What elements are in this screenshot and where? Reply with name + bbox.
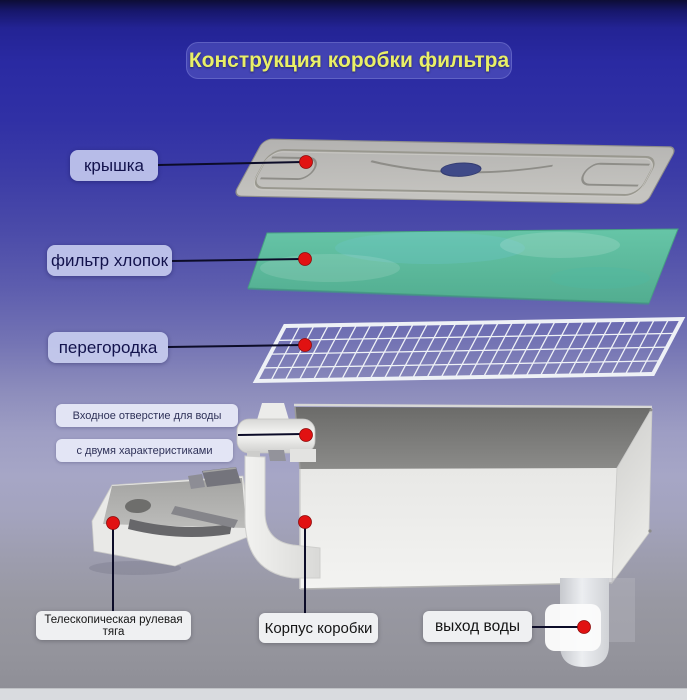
- bracket-clamp: [202, 467, 241, 487]
- box-back-rim: [293, 403, 653, 409]
- box-interior: [295, 407, 652, 469]
- marker-rod: [106, 516, 120, 530]
- box-right-face: [611, 407, 653, 585]
- label-water-outlet: выход воды: [423, 611, 532, 642]
- lid-groove-right: [581, 162, 650, 187]
- marker-lid: [299, 155, 313, 169]
- partition-grid: [252, 316, 686, 384]
- page-title: Конструкция коробки фильтра: [186, 42, 512, 79]
- marker-body: [298, 515, 312, 529]
- lid-plate: [235, 138, 675, 205]
- marker-inlet: [299, 428, 313, 442]
- line-partition: [167, 344, 303, 348]
- filter-box-body: [293, 403, 653, 470]
- line-inlet: [237, 433, 304, 436]
- callout-markers: [106, 155, 591, 634]
- label-box-body: Корпус коробки: [259, 613, 378, 643]
- bracket-slot: [128, 519, 232, 538]
- box-front-face: [299, 468, 617, 590]
- label-telescopic-rod: Телескопическая рулевая тяга: [36, 611, 191, 640]
- bracket-hole: [125, 498, 151, 514]
- bracket-arm: [244, 455, 321, 579]
- label-lid: крышка: [70, 150, 158, 181]
- lid-center-hole: [440, 162, 482, 177]
- marker-partition: [298, 338, 312, 352]
- label-water-inlet-line2: с двумя характеристиками: [56, 439, 233, 462]
- bracket-lever: [171, 506, 238, 528]
- water-outlet-tube: [545, 578, 635, 667]
- filter-cotton-sheet: [247, 228, 679, 305]
- line-cotton: [171, 258, 303, 262]
- bottom-strip: [0, 688, 687, 700]
- label-water-inlet-line1: Входное отверстие для воды: [56, 404, 238, 427]
- marker-cotton: [298, 252, 312, 266]
- water-inlet-tube: [236, 403, 316, 462]
- callout-lines: [112, 161, 580, 628]
- label-filter-cotton: фильтр хлопок: [47, 245, 172, 276]
- marker-outlet: [577, 620, 591, 634]
- label-partition: перегородка: [48, 332, 168, 363]
- telescopic-bracket: [89, 455, 321, 579]
- line-lid: [157, 161, 304, 166]
